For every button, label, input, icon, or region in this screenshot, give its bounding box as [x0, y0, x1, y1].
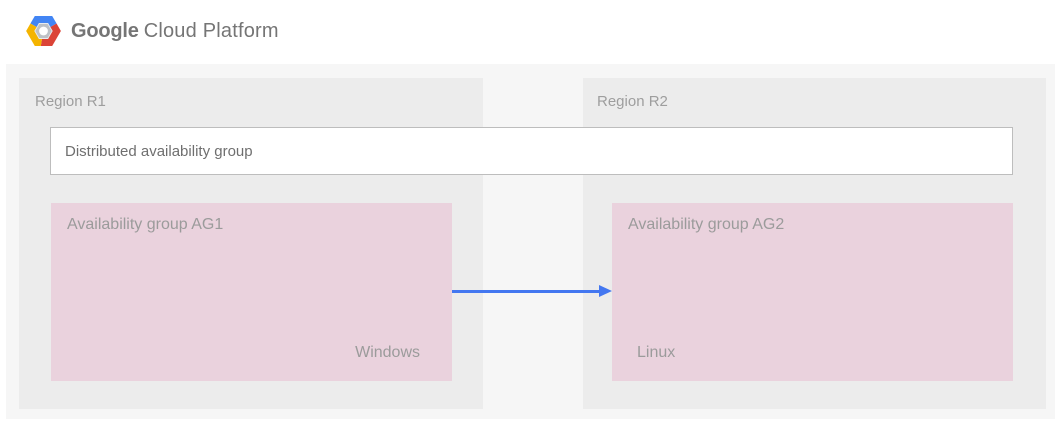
replication-arrow	[452, 284, 612, 299]
availability-group-ag1-box: Availability group AG1 Windows	[51, 203, 452, 381]
region-r1-label: Region R1	[35, 93, 106, 110]
brand-secondary-text: Cloud Platform	[143, 19, 279, 42]
ag1-os-label: Windows	[355, 344, 420, 361]
arrow-head-icon	[599, 285, 612, 297]
availability-group-ag2-label: Availability group AG2	[628, 216, 785, 233]
region-r2-label: Region R2	[597, 93, 668, 110]
distributed-availability-group-box: Distributed availability group	[50, 127, 1013, 175]
brand-primary-text: Google	[71, 19, 139, 42]
ag2-os-label: Linux	[637, 344, 676, 361]
availability-group-ag1-label: Availability group AG1	[67, 216, 224, 233]
arrow-line	[452, 290, 601, 293]
distributed-availability-group-label: Distributed availability group	[65, 142, 253, 160]
availability-group-ag2-box: Availability group AG2 Linux	[612, 203, 1013, 381]
gcp-hexagon-icon	[25, 15, 62, 47]
